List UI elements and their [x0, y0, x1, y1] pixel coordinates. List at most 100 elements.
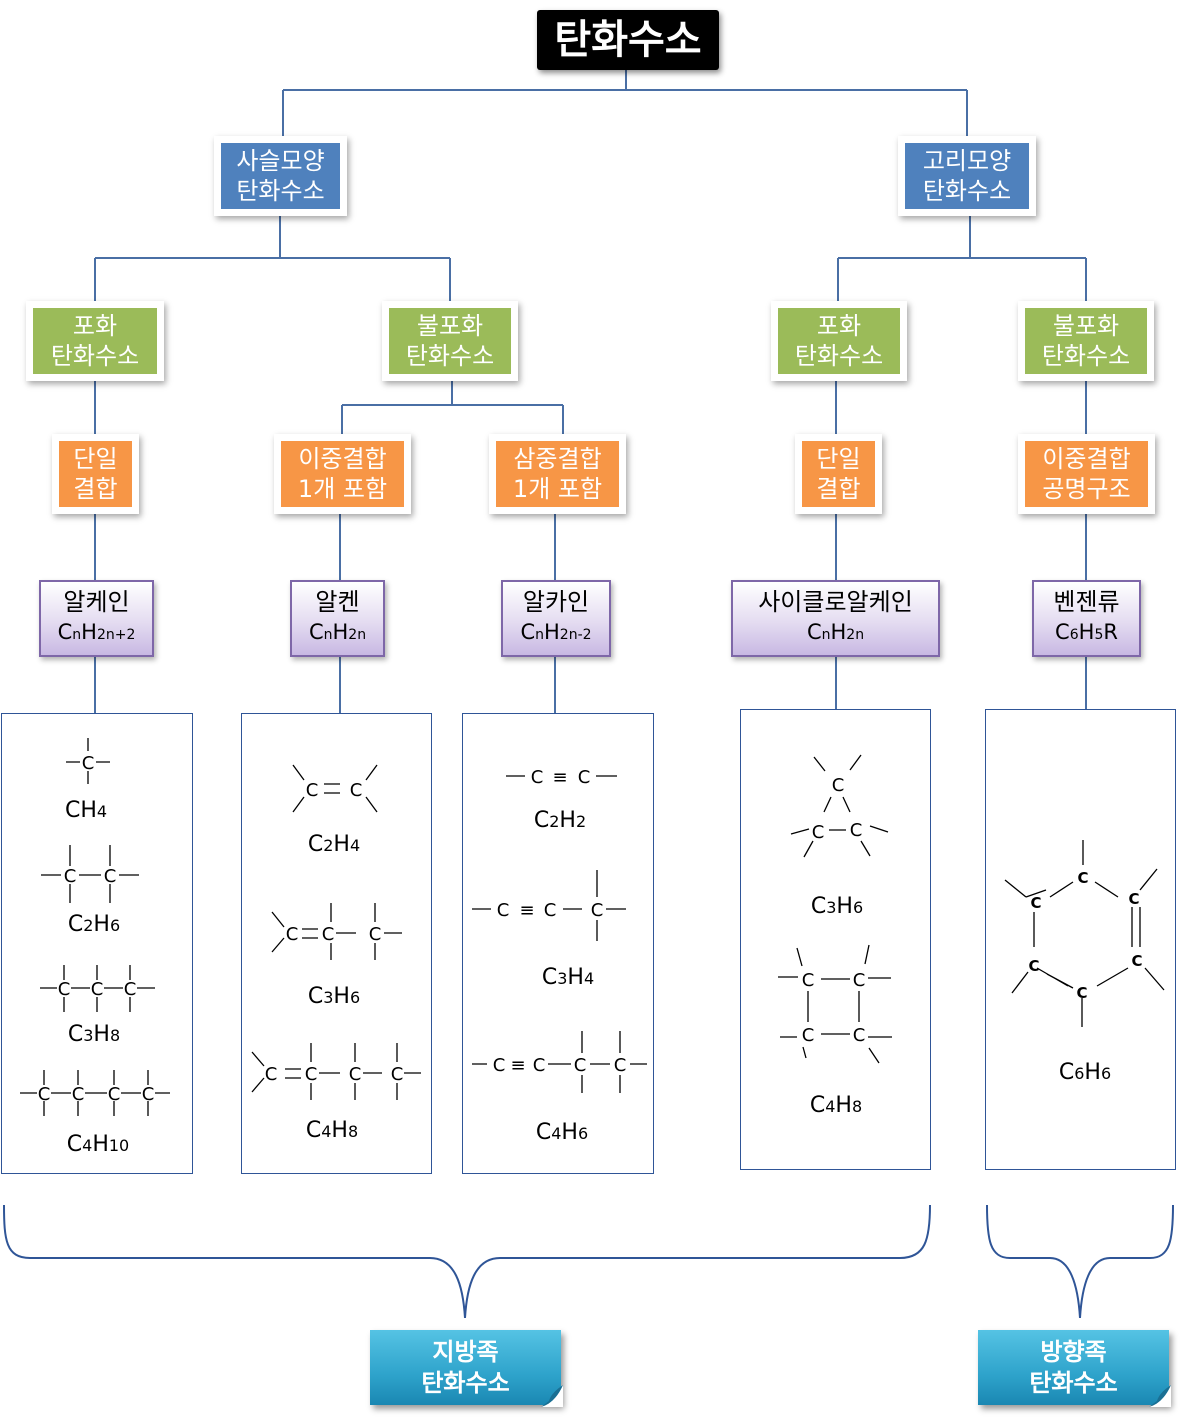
alkane-name: 알케인 [63, 588, 130, 616]
double-bond-node: 이중결합 1개 포함 [274, 434, 411, 514]
cycloalkane-name: 사이클로알케인 [758, 588, 913, 616]
svg-text:C: C [832, 775, 845, 796]
svg-text:C: C [391, 1064, 404, 1085]
svg-text:C: C [812, 822, 825, 843]
single-bond-ring-fill: 단일 결합 [802, 441, 875, 507]
double-bond-line2: 1개 포함 [297, 475, 388, 503]
svg-text:C: C [349, 1064, 362, 1085]
alkane-examples-panel [1, 713, 193, 1174]
svg-text:C: C [91, 979, 104, 1000]
alkene-example-1: C2H4 [307, 832, 361, 857]
resonance-line2: 공명구조 [1042, 475, 1131, 503]
single-bond-ring-line1: 단일 [816, 445, 861, 473]
chain-unsaturated-fill: 불포화 탄화수소 [389, 308, 511, 374]
svg-text:C: C [497, 900, 510, 921]
svg-text:C: C [850, 820, 863, 841]
single-bond-chain-line1: 단일 [73, 445, 118, 473]
root-node: 탄화수소 [537, 10, 719, 70]
alkene-formula: CnH2n [308, 620, 367, 644]
svg-text:C: C [1028, 957, 1039, 975]
svg-text:C: C [802, 1025, 815, 1046]
alkyne-example-2: C3H4 [541, 965, 595, 990]
cycloalkane-example-1: C3H6 [810, 894, 864, 919]
benzene-formula: C6H5R [1055, 620, 1118, 644]
alkyne-formula: CnH2n-2 [520, 620, 592, 644]
resonance-node: 이중결합 공명구조 [1018, 434, 1155, 514]
chain-unsaturated-line1: 불포화 [416, 312, 484, 340]
svg-text:C: C [1131, 952, 1142, 970]
svg-text:C: C [38, 1084, 51, 1105]
svg-text:C: C [591, 900, 604, 921]
svg-text:C: C [544, 900, 557, 921]
aliphatic-tag: 지방족 탄화수소 [370, 1330, 563, 1407]
atom-C: C [82, 753, 95, 774]
svg-text:C: C [578, 767, 591, 788]
double-bond-line1: 이중결합 [298, 445, 387, 473]
resonance-fill: 이중결합 공명구조 [1025, 441, 1148, 507]
svg-text:C: C [614, 1055, 627, 1076]
ring-saturated-node: 포화 탄화수소 [771, 301, 907, 381]
svg-text:≡: ≡ [510, 1055, 525, 1076]
svg-text:C: C [265, 1064, 278, 1085]
alkyne-family: 알카인 CnH2n-2 [501, 580, 611, 657]
root-label: 탄화수소 [554, 17, 702, 63]
chain-line2: 탄화수소 [236, 177, 325, 205]
benzene-example-1: C6H6 [1058, 1060, 1112, 1085]
alkene-example-3: C4H8 [305, 1118, 359, 1143]
svg-text:C: C [574, 1055, 587, 1076]
svg-text:C: C [72, 1084, 85, 1105]
alkane-formula: CnH2n+2 [57, 620, 136, 644]
benzene-examples-panel [985, 709, 1176, 1170]
page-curl-icon [1149, 1385, 1171, 1407]
svg-text:C: C [64, 866, 77, 887]
svg-text:C: C [306, 780, 319, 801]
svg-text:C: C [369, 924, 382, 945]
ring-node-fill: 고리모양 탄화수소 [905, 143, 1029, 209]
svg-text:C: C [1077, 869, 1088, 887]
chain-saturated-fill: 포화 탄화수소 [33, 308, 157, 374]
alkene-name: 알켄 [315, 588, 360, 616]
svg-text:≡: ≡ [519, 900, 534, 921]
svg-text:C: C [286, 924, 299, 945]
double-bond-fill: 이중결합 1개 포함 [281, 441, 404, 507]
svg-text:C: C [1128, 890, 1139, 908]
resonance-line1: 이중결합 [1042, 445, 1131, 473]
svg-text:C: C [531, 767, 544, 788]
alkyne-name: 알카인 [522, 588, 590, 616]
chain-node: 사슬모양 탄화수소 [214, 136, 347, 216]
chain-saturated-line1: 포화 [72, 312, 118, 340]
aromatic-line2: 탄화수소 [1029, 1368, 1118, 1397]
benzene-name: 벤젠류 [1053, 588, 1120, 616]
alkene-examples-panel [241, 713, 432, 1174]
ring-line1: 고리모양 [922, 147, 1012, 175]
alkane-family: 알케인 CnH2n+2 [39, 580, 154, 657]
svg-text:C: C [802, 970, 815, 991]
alkane-example-3: C3H8 [67, 1022, 121, 1047]
ring-unsaturated-line1: 불포화 [1052, 312, 1120, 340]
single-bond-chain-node: 단일 결합 [52, 434, 139, 514]
alkane-example-1: CH4 [64, 798, 108, 823]
chain-saturated-node: 포화 탄화수소 [26, 301, 164, 381]
ring-line2: 탄화수소 [922, 177, 1012, 205]
alkene-example-2: C3H6 [307, 984, 361, 1009]
triple-bond-node: 삼중결합 1개 포함 [489, 434, 626, 514]
alkane-example-2: C2H6 [67, 912, 121, 937]
aromatic-tag: 방향족 탄화수소 [978, 1330, 1171, 1407]
chain-unsaturated-line2: 탄화수소 [405, 342, 495, 370]
ring-unsaturated-node: 불포화 탄화수소 [1018, 301, 1154, 381]
cycloalkane-family: 사이클로알케인 CnH2n [731, 580, 940, 657]
triple-bond-fill: 삼중결합 1개 포함 [496, 441, 619, 507]
chain-line1: 사슬모양 [236, 147, 325, 175]
single-bond-ring-node: 단일 결합 [795, 434, 882, 514]
svg-text:C: C [1076, 984, 1087, 1002]
svg-text:C: C [853, 970, 866, 991]
chain-node-fill: 사슬모양 탄화수소 [221, 143, 340, 209]
benzene-family: 벤젠류 C6H5R [1032, 580, 1141, 657]
svg-text:≡: ≡ [552, 767, 567, 788]
aromatic-line1: 방향족 [1040, 1337, 1107, 1366]
svg-text:C: C [58, 979, 71, 1000]
cycloalkane-example-2: C4H8 [809, 1093, 863, 1118]
